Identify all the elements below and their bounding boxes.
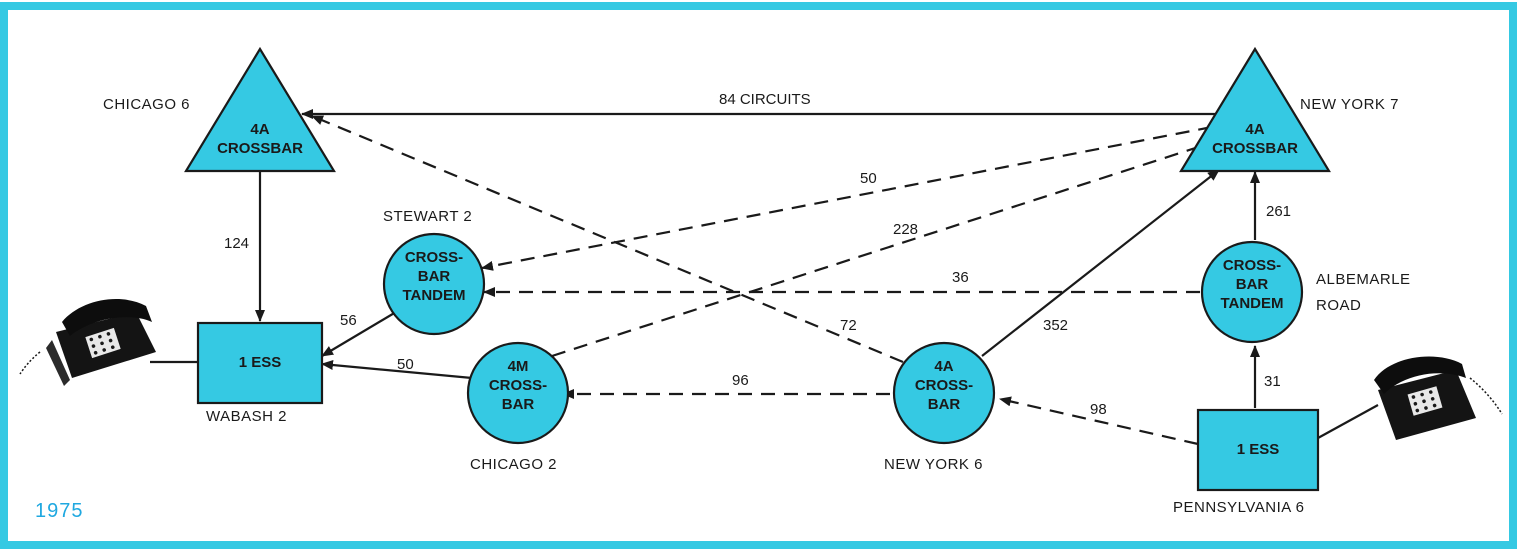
node-newyork6-shape	[892, 341, 996, 445]
node-newyork7-line1: 4A	[1245, 121, 1265, 138]
node-pennsylvania6-type: 1 ESS	[1198, 441, 1318, 460]
link-label-alb-stew2: 36	[952, 269, 969, 286]
node-wabash2-line1: 1 ESS	[238, 354, 282, 371]
node-chicago6-line2: CROSSBAR	[217, 139, 303, 157]
link-penn6-ny6	[999, 396, 1199, 446]
link-label-alb-ny7: 261	[1266, 203, 1292, 220]
link-label-stew2-wab2: 56	[340, 312, 357, 329]
node-pennsylvania6-shape	[1196, 408, 1320, 492]
link-label-chi2-wab2: 50	[397, 356, 414, 373]
node-chicago2-shape	[466, 341, 570, 445]
node-albemarle-name-1: ALBEMARLE	[1316, 271, 1411, 288]
node-chicago6-name: CHICAGO 6	[103, 96, 191, 113]
node-pennsylvania6-line1: 1 ESS	[1236, 441, 1280, 458]
node-chicago2-line1: 4M	[507, 358, 529, 375]
node-stewart2-name: STEWART 2	[383, 208, 473, 225]
node-stewart2-shape	[382, 232, 486, 336]
node-pennsylvania6-name: PENNSYLVANIA 6	[1173, 499, 1305, 516]
telephone-icon-left	[19, 299, 156, 386]
node-wabash2-type: 1 ESS	[198, 354, 322, 373]
node-chicago2-line3: BAR	[501, 395, 535, 413]
node-newyork6-line3: BAR	[927, 395, 961, 413]
link-stew2-wab2	[321, 311, 397, 357]
link-label-ny7-chi6: 84 CIRCUITS	[719, 91, 811, 108]
node-stewart2-line1: CROSS-	[404, 249, 464, 266]
node-newyork6-line2: CROSS-	[914, 376, 974, 394]
link-label-ny6-ny7: 352	[1043, 317, 1069, 334]
year-label: 1975	[35, 500, 84, 522]
node-chicago6-line1: 4A	[250, 121, 270, 138]
node-newyork7-line2: CROSSBAR	[1212, 139, 1298, 157]
node-chicago6-shape	[184, 46, 336, 173]
link-label-penn6-ny6: 98	[1090, 401, 1107, 418]
node-wabash2-name: WABASH 2	[206, 408, 287, 425]
link-ny7-stew2	[481, 125, 1213, 271]
node-newyork6-name: NEW YORK 6	[884, 456, 983, 473]
node-stewart2-line3: TANDEM	[402, 286, 466, 304]
node-albemarle-line3: TANDEM	[1220, 294, 1284, 312]
node-wabash2-shape	[196, 321, 324, 405]
node-newyork7-shape	[1179, 46, 1331, 173]
node-stewart2-line2: BAR	[417, 267, 451, 285]
link-ny6-ny7	[981, 169, 1220, 357]
link-label-ny6-chi6: 72	[840, 317, 857, 334]
link-label-chi6-wab2: 124	[224, 235, 250, 252]
link-label-penn6-alb: 31	[1264, 373, 1281, 390]
link-label-chi2-ny7: 228	[893, 221, 919, 238]
telephone-icon-right	[1374, 356, 1503, 440]
node-newyork6-line1: 4A	[934, 358, 954, 375]
link-ny6-chi6	[311, 114, 904, 364]
phone-line-right	[1317, 404, 1379, 439]
node-stewart2-type: CROSS- BAR TANDEM	[384, 249, 484, 305]
link-label-ny7-stew2: 50	[860, 170, 877, 187]
node-albemarle-type: CROSS- BAR TANDEM	[1202, 257, 1302, 313]
node-chicago2-name: CHICAGO 2	[470, 456, 558, 473]
link-label-ny6-chi2: 96	[732, 372, 749, 389]
node-newyork7-name: NEW YORK 7	[1300, 96, 1399, 113]
node-albemarle-shape	[1200, 240, 1304, 344]
node-albemarle-line1: CROSS-	[1222, 257, 1282, 274]
link-chi2-wab2	[321, 360, 473, 380]
node-newyork6-type: 4A CROSS- BAR	[894, 358, 994, 414]
node-newyork7-type: 4A CROSSBAR	[1195, 121, 1315, 159]
node-chicago2-type: 4M CROSS- BAR	[468, 358, 568, 414]
node-albemarle-line2: BAR	[1235, 275, 1269, 293]
node-chicago6-type: 4A CROSSBAR	[200, 121, 320, 159]
node-albemarle-name-2: ROAD	[1316, 297, 1362, 314]
link-chi2-ny7	[551, 140, 1215, 358]
node-chicago2-line2: CROSS-	[488, 376, 548, 394]
